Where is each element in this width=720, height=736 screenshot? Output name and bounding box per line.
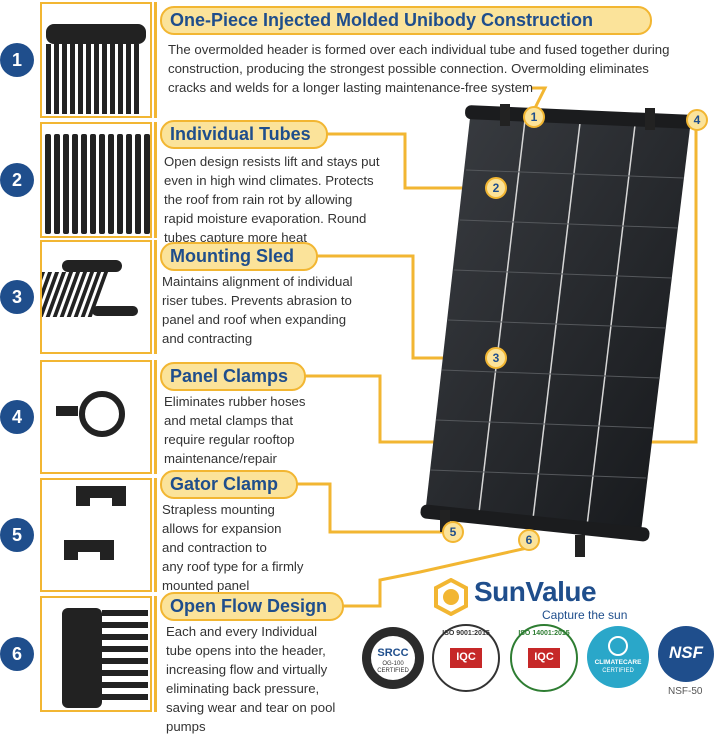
description-line: panel and roof when expanding <box>162 312 347 327</box>
feature-title: One-Piece Injected Molded Unibody Constr… <box>160 6 652 35</box>
description-line: construction, producing the strongest po… <box>168 61 649 76</box>
description-line: even in high wind climates. Protects <box>164 173 374 188</box>
feature-divider <box>154 240 157 354</box>
description-line: tube opens into the header, <box>166 643 326 658</box>
feature-title: Gator Clamp <box>160 470 298 499</box>
feature-photo <box>40 360 152 474</box>
description-line: riser tubes. Prevents abrasion to <box>162 293 352 308</box>
panel-marker-6: 6 <box>518 529 540 551</box>
srcc-badge: SRCC OG-100 CERTIFIED <box>360 625 426 691</box>
feature-number-badge: 6 <box>0 637 34 671</box>
panel-marker-4: 4 <box>686 109 708 131</box>
description-line: and metal clamps that <box>164 413 294 428</box>
description-line: maintenance/repair <box>164 451 277 466</box>
leader-5 <box>296 482 446 534</box>
description-line: Eliminates rubber hoses <box>164 394 306 409</box>
feature-number-badge: 1 <box>0 43 34 77</box>
leader-6 <box>342 546 528 608</box>
feature-photo <box>40 596 152 712</box>
sun-logo-icon <box>434 578 468 616</box>
feature-description: Each and every Individual tube opens into… <box>166 622 335 736</box>
feature-description: Maintains alignment of individual riser t… <box>162 272 353 348</box>
feature-title: Open Flow Design <box>160 592 344 621</box>
feature-divider <box>154 2 157 118</box>
feature-number-badge: 3 <box>0 280 34 314</box>
iso-9001-badge: IQC ISO 9001:2015 <box>430 622 502 694</box>
brand-name: SunValue <box>474 576 597 607</box>
description-line: pumps <box>166 719 206 734</box>
feature-number-badge: 5 <box>0 518 34 552</box>
description-line: and contraction to <box>162 540 267 555</box>
nsf-label: NSF-50 <box>668 686 703 697</box>
description-line: allows for expansion <box>162 521 282 536</box>
feature-photo <box>40 122 152 238</box>
feature-number-badge: 2 <box>0 163 34 197</box>
description-line: tubes capture more heat <box>164 230 307 245</box>
leader-1 <box>532 86 548 109</box>
description-line: Open design resists lift and stays put <box>164 154 380 169</box>
description-line: Strapless mounting <box>162 502 275 517</box>
description-line: Maintains alignment of individual <box>162 274 353 289</box>
feature-description: The overmolded header is formed over eac… <box>168 40 669 97</box>
feature-title: Mounting Sled <box>160 242 318 271</box>
feature-description: Strapless mounting allows for expansion an… <box>162 500 303 595</box>
description-line: Each and every Individual <box>166 624 318 639</box>
description-line: rapid moisture evaporation. Round <box>164 211 367 226</box>
brand-tagline: Capture the sun <box>542 608 628 622</box>
panel-marker-3: 3 <box>485 347 507 369</box>
description-line: any roof type for a firmly <box>162 559 304 574</box>
feature-photo <box>40 240 152 354</box>
panel-body <box>425 118 690 540</box>
bottom-header <box>420 504 650 542</box>
feature-divider <box>154 478 157 592</box>
description-line: The overmolded header is formed over eac… <box>168 42 670 57</box>
feature-divider <box>154 596 157 712</box>
description-line: require regular rooftop <box>164 432 295 447</box>
leader-4 <box>304 128 698 444</box>
panel-marker-2: 2 <box>485 177 507 199</box>
feature-divider <box>154 122 157 238</box>
iso-14001-badge: IQC ISO 14001:2015 <box>508 622 580 694</box>
feature-description: Open design resists lift and stays put ev… <box>164 152 380 247</box>
feature-description: Eliminates rubber hoses and metal clamps … <box>164 392 305 468</box>
description-line: the roof from rain rot by allowing <box>164 192 353 207</box>
description-line: and contracting <box>162 331 253 346</box>
panel-marker-5: 5 <box>442 521 464 543</box>
feature-photo <box>40 478 152 592</box>
feature-title: Individual Tubes <box>160 120 328 149</box>
description-line: increasing flow and virtually <box>166 662 328 677</box>
top-header <box>465 105 695 129</box>
description-line: cracks and welds for a longer lasting ma… <box>168 80 534 95</box>
description-line: saving wear and tear on pool <box>166 700 336 715</box>
climatecare-badge: CLIMATECARE CERTIFIED <box>585 624 651 690</box>
brand-logo: SunValue Capture the sun <box>430 574 630 624</box>
feature-divider <box>154 360 157 474</box>
nsf-badge: NSF <box>656 624 716 684</box>
feature-number-badge: 4 <box>0 400 34 434</box>
leader-2 <box>326 132 485 190</box>
feature-photo <box>40 2 152 118</box>
feature-title: Panel Clamps <box>160 362 306 391</box>
description-line: eliminating back pressure, <box>166 681 320 696</box>
description-line: mounted panel <box>162 578 250 593</box>
panel-marker-1: 1 <box>523 106 545 128</box>
